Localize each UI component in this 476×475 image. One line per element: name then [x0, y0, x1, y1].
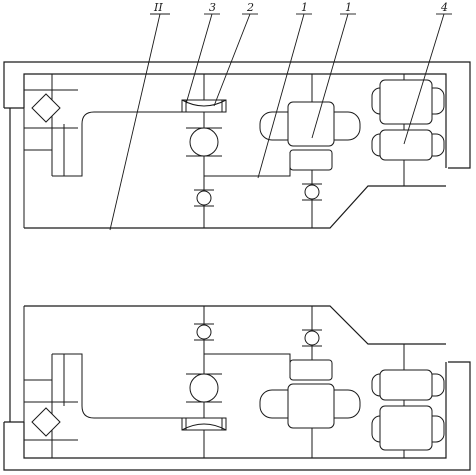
- label-1-line: 1: [301, 1, 308, 14]
- small-pump: [304, 184, 320, 200]
- small-pump: [196, 324, 212, 340]
- unit-4-lower: [379, 129, 433, 161]
- duct-outer: [52, 111, 184, 177]
- label-4: 4: [440, 1, 448, 14]
- leader-1-line: [257, 13, 305, 179]
- diamond-symbol: [31, 407, 61, 437]
- small-pump: [304, 330, 320, 346]
- label-ii: II: [153, 1, 163, 14]
- top-equipment: [24, 74, 445, 228]
- label-1-unit: 1: [345, 1, 352, 14]
- unit-1-base: [289, 149, 333, 171]
- leader-3: [185, 13, 213, 105]
- leader-4: [403, 13, 445, 145]
- labels: II 3 2 1 1 4: [153, 1, 448, 14]
- unit-base: [289, 359, 333, 381]
- inner-wall-top: [23, 73, 447, 168]
- outer-walls: [3, 61, 471, 471]
- diamond-symbol: [31, 93, 61, 123]
- label-3: 3: [209, 1, 216, 14]
- corridor-upper-edge: [24, 185, 446, 229]
- unit-1: [287, 101, 335, 147]
- leader-2: [213, 13, 251, 107]
- pump-circle: [189, 373, 219, 403]
- duct-outer: [52, 353, 184, 419]
- label-2: 2: [246, 1, 254, 14]
- pump-circle: [189, 127, 219, 157]
- outer-wall-bottom: [3, 361, 471, 471]
- outer-wall-top: [3, 61, 471, 169]
- unit-lower: [379, 369, 433, 401]
- leader-1-unit: [311, 13, 349, 139]
- corridor-lower-edge: [24, 305, 446, 345]
- unit: [287, 383, 335, 429]
- unit: [379, 405, 433, 451]
- leader-lines: [109, 13, 452, 231]
- leader-ii: [109, 13, 161, 231]
- bottom-equipment: [24, 306, 445, 458]
- small-pump: [196, 190, 212, 206]
- unit-4: [379, 79, 433, 125]
